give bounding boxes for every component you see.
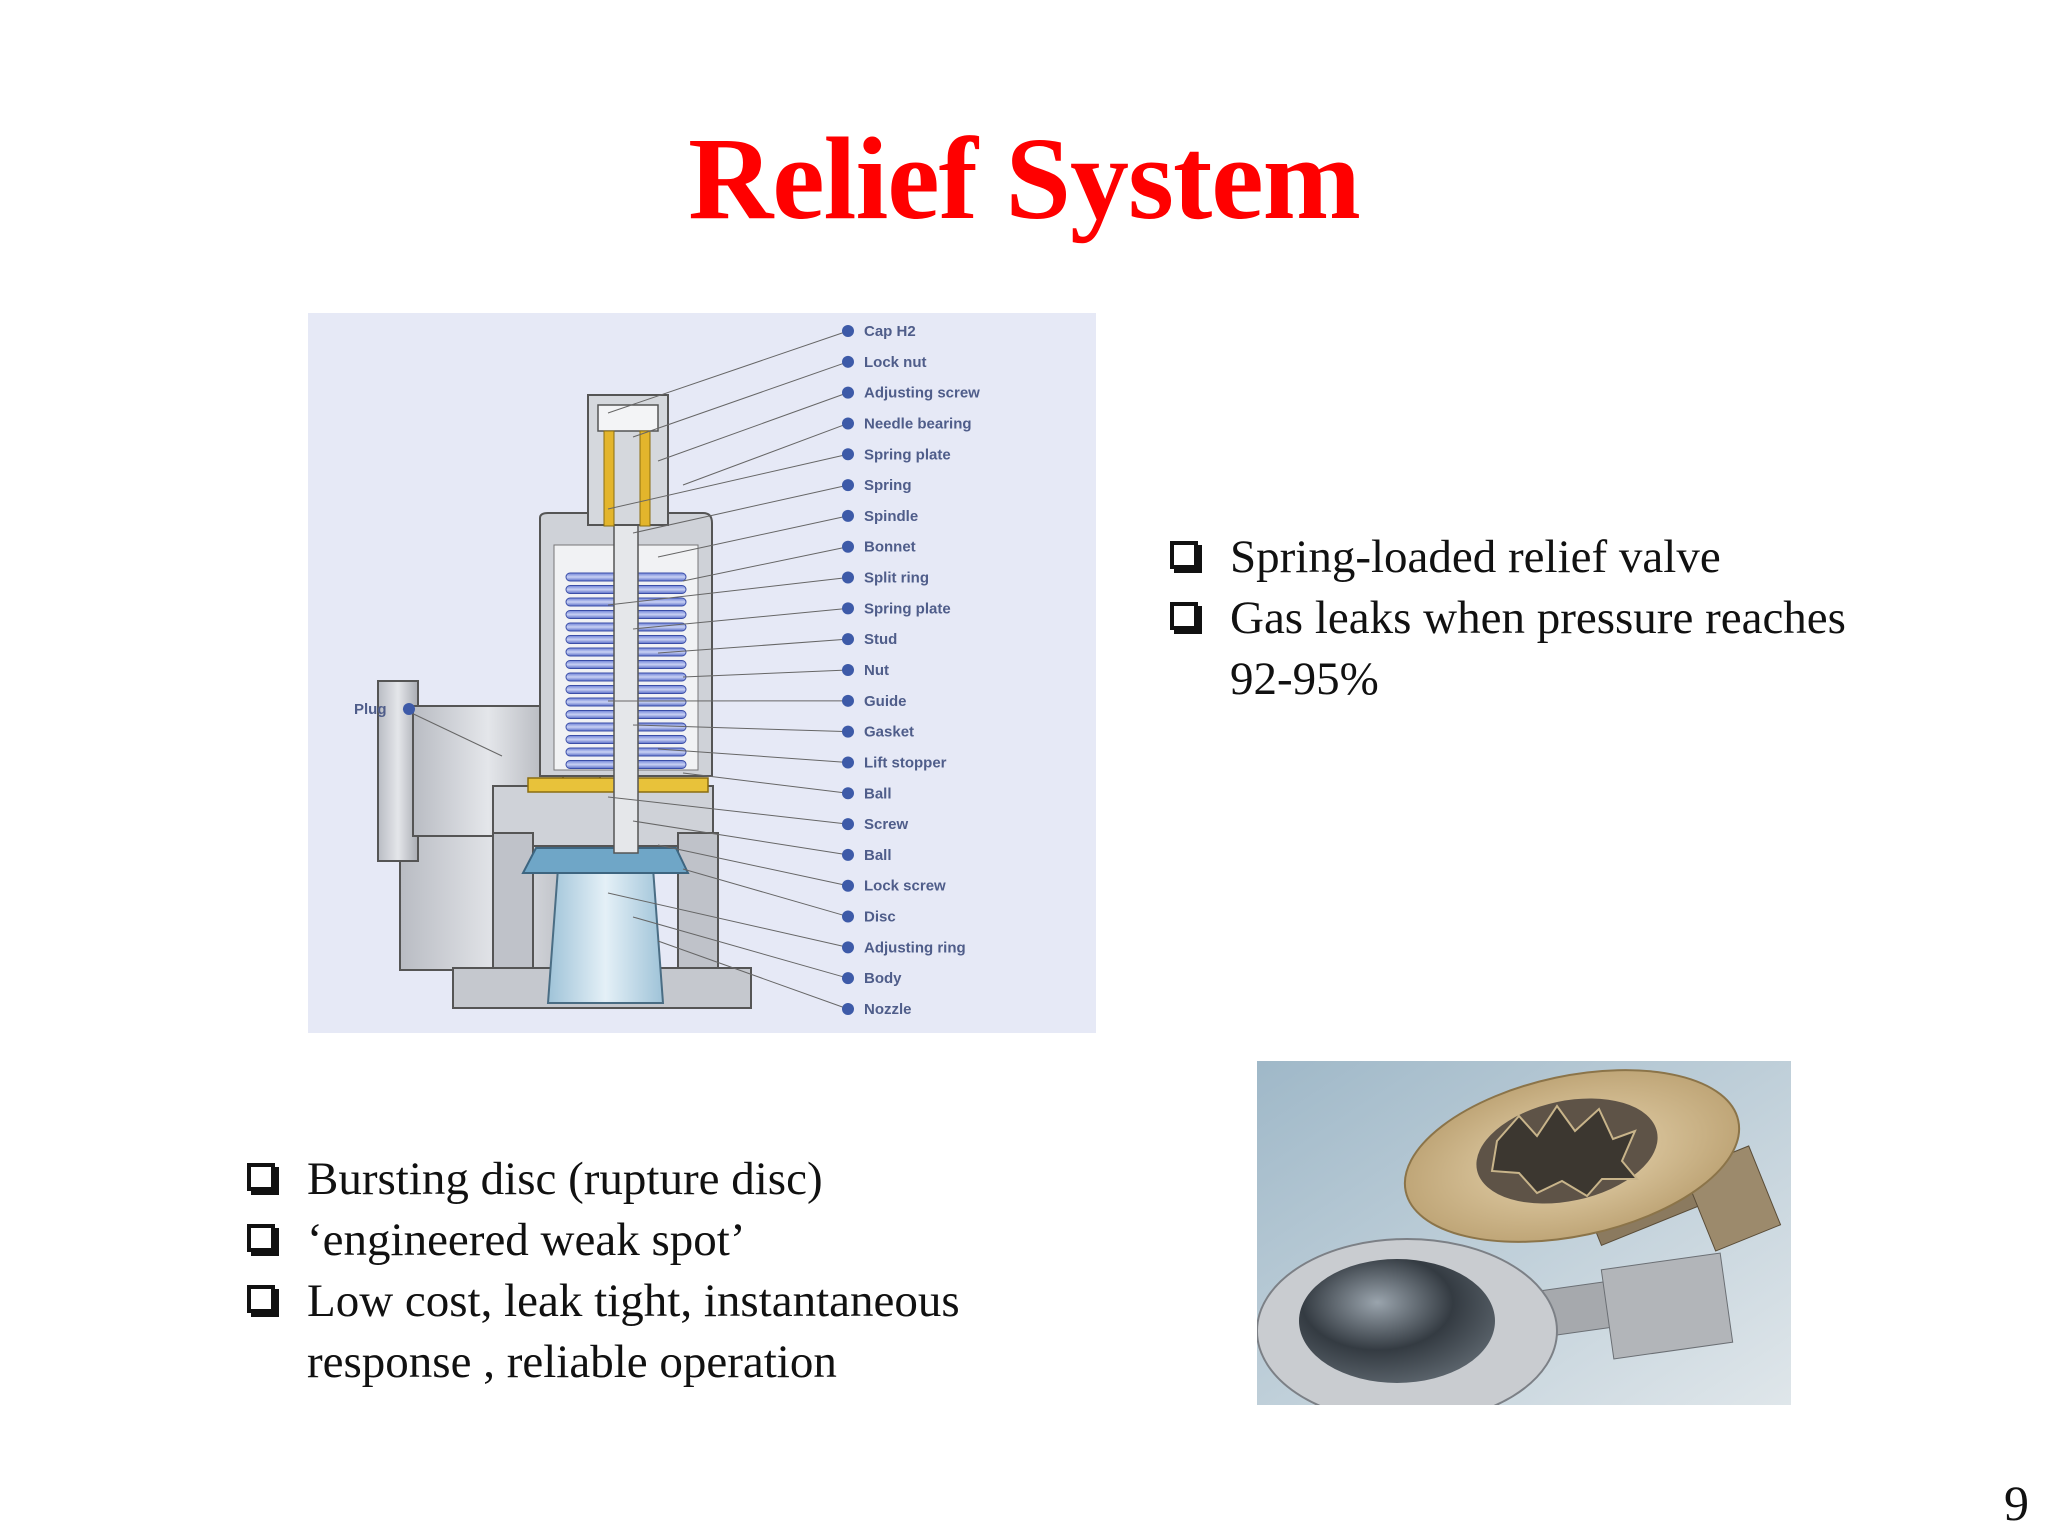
leader-line — [607, 330, 849, 414]
leader-line — [607, 796, 849, 825]
valve-part-label: Gasket — [864, 724, 914, 741]
leader-line — [657, 748, 849, 763]
label-marker-icon — [842, 417, 854, 430]
valve-part-label: Spring — [864, 477, 912, 494]
label-marker-icon — [842, 448, 854, 461]
list-item: Gas leaks when pressure reaches 92-95% — [1168, 588, 1868, 710]
list-item: Spring-loaded relief valve — [1168, 527, 1868, 588]
valve-bullet-list: Spring-loaded relief valve Gas leaks whe… — [1168, 527, 1868, 710]
leader-line — [682, 772, 849, 794]
label-marker-icon — [842, 879, 854, 892]
label-marker-icon — [842, 602, 854, 615]
label-marker-icon — [842, 386, 854, 399]
label-marker-icon — [842, 818, 854, 831]
valve-part-label: Adjusting screw — [864, 385, 980, 402]
leader-line — [632, 607, 849, 630]
label-marker-icon — [842, 972, 854, 985]
leader-line — [682, 422, 849, 486]
leader-line — [657, 940, 849, 1010]
valve-part-label: Screw — [864, 816, 909, 833]
list-item: Low cost, leak tight, instantaneous resp… — [245, 1271, 1085, 1393]
leader-line — [632, 916, 849, 979]
leader-line — [682, 546, 849, 582]
label-marker-icon — [842, 756, 854, 769]
label-marker-icon — [842, 910, 854, 923]
leader-line — [657, 515, 849, 558]
checkbox-bullet-icon — [247, 1285, 275, 1313]
valve-part-label: Body — [864, 970, 902, 987]
disc-bullet-list: Bursting disc (rupture disc) ‘engineered… — [245, 1149, 1085, 1393]
valve-part-label: Nozzle — [864, 1001, 912, 1018]
leader-line — [657, 638, 849, 654]
label-marker-icon — [842, 571, 854, 584]
checkbox-bullet-icon — [247, 1163, 275, 1191]
slide-title: Relief System — [688, 113, 1361, 244]
checkbox-bullet-icon — [1170, 541, 1198, 569]
label-marker-icon — [842, 1003, 854, 1015]
valve-part-label: Guide — [864, 693, 907, 710]
leader-line — [657, 392, 849, 462]
list-item: Bursting disc (rupture disc) — [245, 1149, 1085, 1210]
valve-part-label: Split ring — [864, 570, 929, 587]
valve-part-label: Nut — [864, 662, 889, 679]
valve-part-label: Stud — [864, 631, 897, 648]
label-marker-icon — [842, 509, 854, 522]
leader-line — [607, 453, 849, 510]
valve-part-label: Needle bearing — [864, 415, 972, 432]
label-marker-icon — [842, 941, 854, 954]
leader-line — [632, 820, 849, 856]
leader-line — [632, 724, 849, 733]
leader-line — [607, 892, 849, 948]
label-marker-icon — [842, 848, 854, 861]
rupture-disc-photo — [1257, 1061, 1791, 1405]
label-marker-icon — [842, 787, 854, 800]
checkbox-bullet-icon — [247, 1224, 275, 1252]
valve-part-label: Spring plate — [864, 446, 951, 463]
label-marker-icon — [842, 325, 854, 337]
valve-part-label: Adjusting ring — [864, 939, 966, 956]
valve-part-label: Cap H2 — [864, 323, 916, 340]
valve-part-label: Lock screw — [864, 878, 946, 895]
leader-line — [632, 484, 849, 534]
checkbox-bullet-icon — [1170, 602, 1198, 630]
list-item: ‘engineered weak spot’ — [245, 1210, 1085, 1271]
label-marker-icon — [842, 633, 854, 646]
valve-part-label: Lift stopper — [864, 754, 947, 771]
valve-label-plug: Plug — [354, 701, 387, 718]
valve-part-label: Ball — [864, 847, 892, 864]
label-marker-icon — [842, 540, 854, 553]
label-marker-icon — [842, 479, 854, 492]
valve-part-label: Spindle — [864, 508, 918, 525]
leader-line — [632, 361, 849, 438]
valve-part-label: Disc — [864, 909, 896, 926]
valve-part-label: Bonnet — [864, 539, 916, 556]
leader-line — [682, 669, 849, 678]
label-marker-icon — [842, 664, 854, 676]
valve-part-label: Lock nut — [864, 354, 927, 371]
leader-line — [607, 577, 849, 606]
label-marker-icon — [842, 694, 854, 707]
leader-line — [682, 868, 849, 918]
leader-line — [657, 844, 849, 887]
label-marker-icon — [842, 355, 854, 368]
valve-part-label: Ball — [864, 785, 892, 802]
valve-part-label: Spring plate — [864, 600, 951, 617]
page-number: 9 — [2004, 1475, 2029, 1531]
label-marker-icon — [842, 725, 854, 738]
